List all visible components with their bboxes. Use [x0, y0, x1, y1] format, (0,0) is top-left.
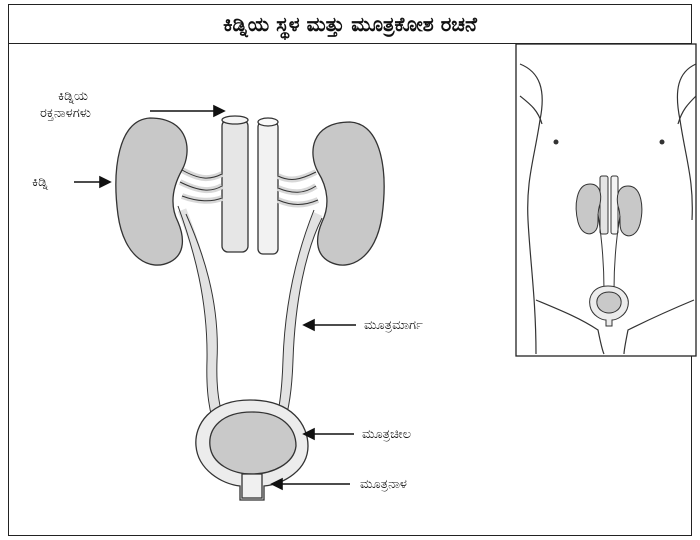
label-renal-vessels: ಕಿಡ್ನಿಯ ರಕ್ತನಾಳಗಳು — [40, 88, 91, 122]
label-renal-vessels-line1: ಕಿಡ್ನಿಯ — [40, 88, 91, 105]
main-anatomy — [116, 116, 384, 500]
vena-cava — [258, 122, 278, 254]
right-nipple — [660, 140, 665, 145]
label-bladder: ಮೂತ್ರಚೀಲ — [362, 426, 411, 443]
left-nipple — [554, 140, 559, 145]
label-urethra: ಮೂತ್ರನಾಳ — [360, 476, 407, 493]
right-kidney — [313, 122, 384, 265]
label-renal-vessels-line2: ರಕ್ತನಾಳಗಳು — [40, 105, 91, 122]
urethra — [242, 474, 262, 498]
bladder-inner — [210, 412, 296, 474]
label-kidney: ಕಿಡ್ನಿ — [32, 174, 48, 191]
left-kidney — [116, 118, 187, 265]
label-ureter: ಮೂತ್ರಮಾರ್ಗ — [364, 317, 423, 334]
inset-body-illustration — [516, 44, 696, 356]
aorta — [222, 120, 248, 252]
